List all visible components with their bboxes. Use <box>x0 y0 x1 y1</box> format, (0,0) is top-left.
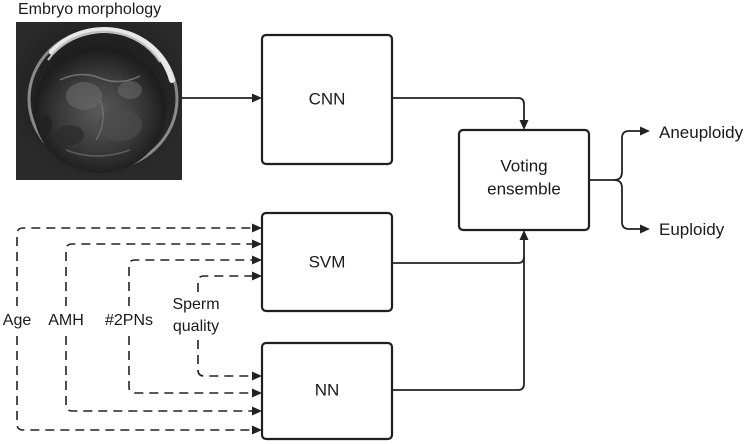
feature-age-label: Age <box>3 312 32 329</box>
aneuploidy-label: Aneuploidy <box>659 123 744 142</box>
dashed-2pns-to-nn <box>128 336 252 394</box>
arrow-to-euploidy <box>613 179 640 230</box>
feature-amh-label: AMH <box>48 312 84 329</box>
arrow-head-cnn <box>252 93 262 103</box>
arrow-to-aneuploidy <box>589 130 640 181</box>
nn-box <box>260 341 394 441</box>
dashed-connectors <box>16 223 262 435</box>
nn-label: NN <box>315 380 340 399</box>
feature-2pns-label: #2PNs <box>105 312 153 329</box>
dashed-2pns-to-svm <box>128 259 252 306</box>
dashed-age-to-svm <box>16 227 252 306</box>
arrow-head-ensemble-top <box>519 120 529 130</box>
dashed-amh-to-nn <box>65 336 252 412</box>
ensemble-label-line2: ensemble <box>487 179 561 198</box>
dashed-amh-to-svm <box>65 243 252 306</box>
feature-sperm-label-line2: quality <box>173 318 219 335</box>
svm-box <box>260 211 394 313</box>
dashed-sperm-to-nn <box>197 340 252 377</box>
arrow-head-aneuploidy <box>640 126 650 136</box>
arrow-nn-to-ensemble <box>392 257 525 391</box>
arrow-head-euploidy <box>640 224 650 234</box>
dashed-sperm-to-svm <box>197 275 252 292</box>
feature-sperm-label-line1: Sperm <box>172 296 219 313</box>
ensemble-label-line1: Voting <box>500 156 547 175</box>
cnn-box <box>260 33 394 166</box>
embryo-image-title: Embryo morphology <box>18 1 161 18</box>
embryo-micrograph <box>16 22 182 180</box>
arrow-cnn-to-ensemble <box>392 97 525 120</box>
solid-connectors <box>182 93 650 391</box>
arrow-svm-to-ensemble <box>392 240 525 264</box>
dashed-age-to-nn <box>16 336 252 431</box>
svm-label: SVM <box>309 252 346 271</box>
cnn-label: CNN <box>309 89 346 108</box>
arrow-head-ensemble-bottom <box>519 230 529 240</box>
euploidy-label: Euploidy <box>659 220 725 239</box>
